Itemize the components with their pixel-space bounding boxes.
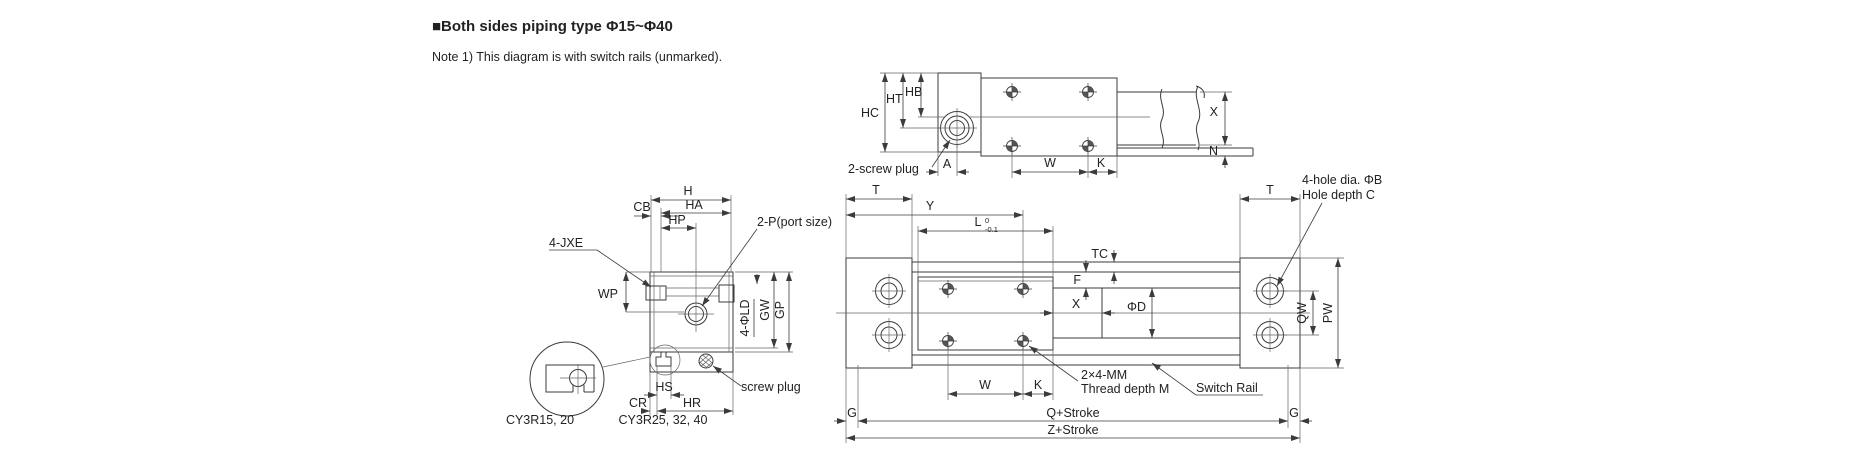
dim-label-g-left: G	[847, 406, 857, 420]
dim-label-w: W	[1044, 156, 1056, 170]
mount-hole	[1078, 82, 1098, 102]
dim-label-y: Y	[926, 199, 935, 213]
mount-hole	[1002, 82, 1022, 102]
dim-label-cb: CB	[633, 200, 650, 214]
body-mount-hole	[871, 273, 907, 309]
dim-label-hc: HC	[861, 106, 879, 120]
page-title: ■Both sides piping type Φ15~Φ40	[432, 18, 673, 35]
top-view: T Y L 0 -0.1 TC F X ΦD T 4-hole dia. ΦB …	[834, 173, 1382, 443]
dim-label-t-left: T	[872, 183, 880, 197]
dim-label-x-top: X	[1072, 297, 1081, 311]
dim-label-tc: TC	[1091, 247, 1108, 261]
label-screw-plug: screw plug	[741, 380, 801, 394]
dim-label-hr: HR	[683, 396, 701, 410]
dim-label-phi-d: ΦD	[1127, 300, 1146, 314]
dim-label-f: F	[1073, 273, 1081, 287]
dim-label-t-right: T	[1266, 183, 1274, 197]
dim-label-hb: HB	[905, 85, 922, 99]
caption-cy3r25-32-40: CY3R25, 32, 40	[619, 413, 708, 427]
dim-label-qw: QW	[1295, 302, 1309, 324]
dim-label-a: A	[943, 157, 952, 171]
dim-label-l: L	[975, 215, 982, 229]
side-view-outline	[880, 72, 1254, 157]
front-view-outline	[645, 271, 735, 376]
dim-label-n: N	[1209, 144, 1218, 158]
label-2-p-port: 2-P(port size)	[757, 215, 832, 229]
label-thread-depth: Thread depth M	[1081, 382, 1169, 396]
label-hole-depth: Hole depth C	[1302, 188, 1375, 202]
dim-label-l-tol-top: 0	[985, 216, 989, 225]
front-view: H HA HP CB 4-JXE 2-P(port size) WP 4-ΦLD…	[506, 184, 832, 427]
label-4-phi-ld: 4-ΦLD	[738, 299, 752, 336]
label-2x4-mm: 2×4-MM	[1081, 368, 1127, 382]
dim-label-ht: HT	[886, 92, 903, 106]
dim-label-hp: HP	[668, 213, 685, 227]
detail-bubble	[529, 341, 651, 417]
dim-label-h: H	[683, 184, 692, 198]
dim-label-ha: HA	[685, 198, 703, 212]
dim-label-wp: WP	[598, 287, 618, 301]
table-thread-hole	[938, 279, 958, 299]
label-4-jxe: 4-JXE	[549, 236, 583, 250]
front-view-dimensions	[549, 195, 793, 415]
dim-label-x: X	[1210, 105, 1219, 119]
top-view-dimensions	[834, 194, 1344, 443]
body-mount-hole	[871, 317, 907, 353]
dim-label-pw: PW	[1321, 303, 1335, 323]
dim-label-k: K	[1097, 156, 1106, 170]
dim-label-l-tol-bottom: -0.1	[985, 225, 998, 234]
label-4-hole-dia: 4-hole dia. ΦB	[1302, 173, 1382, 187]
side-view: HC HT HB X N W K A 2-screw plug	[848, 72, 1254, 178]
dim-label-gw: GW	[758, 299, 772, 321]
dim-label-k-top: K	[1034, 378, 1043, 392]
screw-plug-port	[936, 107, 978, 149]
dim-label-w-top: W	[979, 378, 991, 392]
dim-label-hs: HS	[655, 380, 672, 394]
label-2-screw-plug: 2-screw plug	[848, 162, 919, 176]
hatch-pattern	[699, 354, 713, 368]
label-switch-rail: Switch Rail	[1196, 381, 1258, 395]
dim-label-cr: CR	[629, 396, 647, 410]
dim-label-g-right: G	[1289, 406, 1299, 420]
dim-label-gp: GP	[773, 301, 787, 319]
header: ■Both sides piping type Φ15~Φ40 Note 1) …	[432, 18, 722, 64]
dim-label-q-stroke: Q+Stroke	[1046, 406, 1099, 420]
dim-label-z-stroke: Z+Stroke	[1047, 423, 1098, 437]
page-note: Note 1) This diagram is with switch rail…	[432, 50, 722, 64]
caption-cy3r15-20: CY3R15, 20	[506, 413, 574, 427]
side-view-dimensions	[882, 73, 1232, 178]
